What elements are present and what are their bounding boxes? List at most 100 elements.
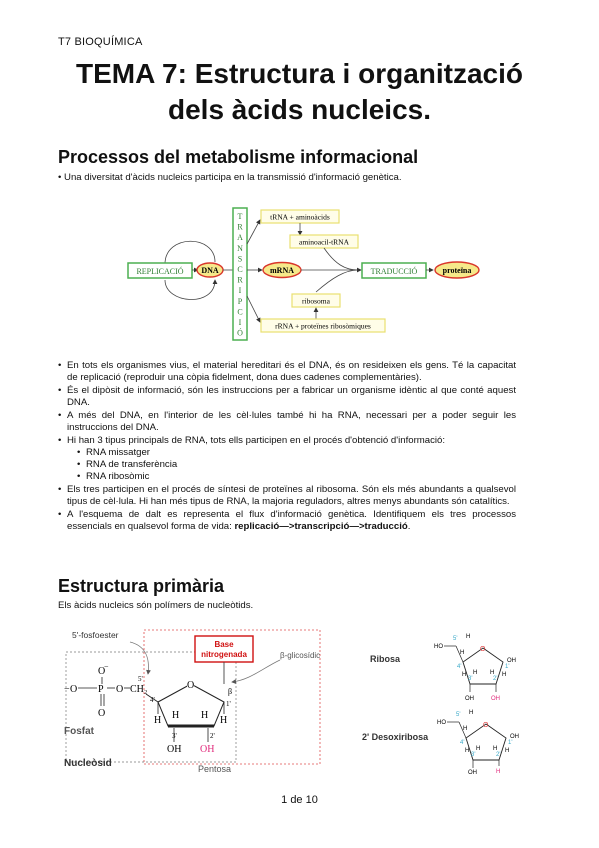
transcripcio-letter: I (239, 318, 242, 327)
base-box (194, 635, 254, 663)
bullet-5-text: A l'esquema de dalt es representa el flu… (67, 509, 516, 532)
phosphate-o-right: O (116, 684, 123, 695)
proteina-oval (434, 261, 480, 279)
ribosa-h2: H (490, 670, 494, 676)
intro-text: Una diversitat d'àcids nucleics particip… (64, 172, 402, 183)
section-heading-estructura: Estructura primària (58, 576, 225, 596)
rna-type-1: RNA de transferència (77, 459, 516, 471)
rrna-box (260, 318, 386, 333)
h-c1: H (220, 715, 227, 726)
ribosa-c3: 3' (468, 676, 472, 682)
section-intro-estructura: Els àcids nucleics són polímers de nucle… (58, 600, 254, 611)
bullet-5-end: . (407, 521, 411, 532)
page-title: TEMA 7: Estructura i organització dels à… (40, 56, 559, 128)
bullet-1: És el dipòsit de informació, són les ins… (58, 385, 516, 409)
ribosa-c2: 2' (493, 676, 497, 682)
bullet-5: A l'esquema de dalt es representa el flu… (58, 509, 516, 533)
transcripcio-letter: Ó (237, 328, 243, 338)
section-intro-processos: • Una diversitat d'àcids nucleics partic… (58, 172, 402, 183)
c1-label: 1' (226, 700, 231, 708)
desox-c5: 5' (456, 712, 460, 718)
c4-label: 4' (150, 696, 155, 704)
ribosoma-label: ribosoma (302, 297, 331, 306)
nucleotide-structure: 5'-fosfoester Base nitrogenada β-glicosí… (64, 629, 321, 774)
rna-types-list: RNA missatger RNA de transferència RNA r… (67, 447, 516, 483)
bullet-0: En tots els organismes vius, el material… (58, 360, 516, 384)
page-footer: 1 de 10 (281, 794, 318, 806)
traduccio-box (361, 262, 427, 279)
ribosa-oh-2: OH (491, 696, 500, 702)
desox-h3: H (476, 746, 480, 752)
curve-ribosoma-traduccio (315, 269, 359, 293)
rna-type-2-text: RNA ribosòmic (86, 471, 150, 482)
bullet-list: En tots els organismes vius, el material… (58, 360, 516, 534)
section-heading-processos: Processos del metabolisme informacional (58, 147, 419, 167)
transcripcio-letter: I (239, 286, 242, 295)
replicacio-box (127, 262, 193, 279)
traduccio-label: TRADUCCIÓ (371, 266, 418, 276)
arrow-to-rrna (246, 295, 261, 323)
ribosa-h5b: H (460, 650, 464, 656)
ribosa-c1: 1' (505, 664, 509, 670)
ring-o-bg: █ (187, 676, 195, 690)
replication-loop-top (164, 240, 216, 265)
desox-oh-3: OH (468, 770, 477, 774)
beta-label: β (228, 687, 232, 696)
transcripcio-letter: C (237, 307, 242, 316)
replicacio-label: REPLICACIÓ (136, 266, 183, 276)
oh-c2: OH (200, 744, 214, 755)
desox-h2b: H (496, 769, 500, 774)
ribosa-h3: H (473, 670, 477, 676)
bullet-3: Hi han 3 tipus principals de RNA, tots e… (58, 435, 516, 483)
desox-h5a: H (469, 710, 473, 716)
transcripcio-box (232, 207, 248, 341)
pentosa-label: Pentosa (198, 764, 231, 774)
h-c3: H (172, 710, 179, 721)
phosphate-o-left: O (70, 684, 77, 695)
ribosa-ho-5: HO (434, 644, 443, 650)
desox-h1: H (505, 748, 509, 754)
ribosa-c5: 5' (453, 636, 457, 642)
nucleosid-label: Nucleòsid (64, 758, 112, 769)
rna-type-0: RNA missatger (77, 447, 516, 459)
desox-h2a: H (493, 746, 497, 752)
phosphate-o-top: O (98, 666, 105, 677)
transcripcio-letter: T (238, 212, 243, 221)
sugars-structures: Ribosa O HO 5' H H 4' 1' OH 3' 2' H H H … (362, 634, 519, 774)
desox-c3: 3' (471, 752, 475, 758)
aminoacil-label: aminoacil-tRNA (299, 238, 350, 247)
desox-h5b: H (463, 726, 467, 732)
ribosa-o: O (480, 646, 486, 653)
transcripcio-letter: R (237, 223, 243, 232)
base-label: Base (214, 640, 234, 649)
bullet-3-text: Hi han 3 tipus principals de RNA, tots e… (67, 435, 446, 446)
rna-type-1-text: RNA de transferència (86, 459, 178, 470)
transcripcio-letter: R (237, 276, 243, 285)
ribosa-label: Ribosa (370, 654, 401, 664)
desox-o: O (483, 722, 489, 729)
trna-label: tRNA + aminoàcids (270, 213, 330, 222)
h-c2: H (201, 710, 208, 721)
ribosa-c4: 4' (457, 664, 461, 670)
ribosa-h5a: H (466, 634, 470, 640)
transcripcio-letter: S (238, 254, 242, 263)
desoxiribosa-molecule: O HO 5' H H 4' 1' OH 3' 2' H H H H OH H (437, 710, 519, 774)
ribosa-c4-c5 (455, 645, 464, 663)
desox-c2: 2' (496, 752, 500, 758)
desox-h4: H (465, 748, 469, 754)
ribosa-oh-1: OH (507, 658, 516, 664)
page-header: T7 BIOQUÍMICA (58, 36, 143, 48)
proteina-label: proteïna (443, 266, 472, 275)
title-line-1: TEMA 7: Estructura i organització (75, 58, 524, 89)
ch2-c4-bond (145, 693, 159, 703)
arrow-to-trna (246, 219, 261, 245)
phosphate-minus-top: − (104, 662, 109, 671)
dna-label: DNA (201, 266, 219, 275)
rna-type-0-text: RNA missatger (86, 447, 150, 458)
phosphate-o-bottom: O (98, 708, 105, 719)
nucleosid-dashed-box (65, 651, 237, 763)
curve-aminoacil-traduccio (323, 247, 359, 271)
